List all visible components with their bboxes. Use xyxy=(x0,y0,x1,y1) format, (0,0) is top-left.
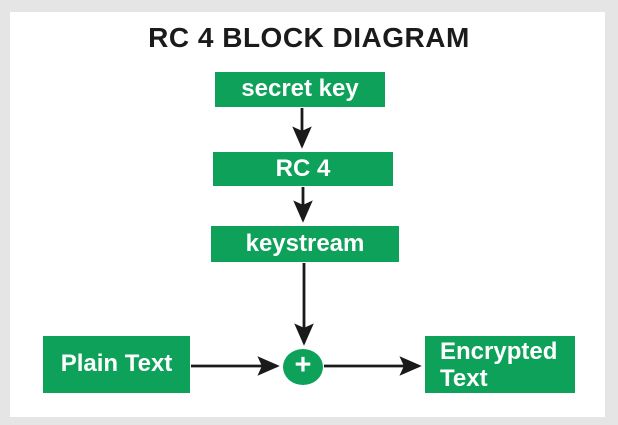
node-rc4-label: RC 4 xyxy=(275,154,331,182)
node-encrypted-text: Encrypted Text xyxy=(425,336,575,393)
node-plain-text-label: Plain Text xyxy=(60,350,173,378)
diagram-title: RC 4 BLOCK DIAGRAM xyxy=(148,22,470,53)
xor-plus-icon: + xyxy=(294,349,312,382)
node-plain-text: Plain Text xyxy=(43,336,190,393)
node-rc4: RC 4 xyxy=(213,152,393,186)
node-xor-operator: + xyxy=(283,349,323,385)
node-encrypted-text-label: Encrypted Text xyxy=(440,337,558,392)
node-secret-key: secret key xyxy=(215,72,385,107)
node-secret-key-label: secret key xyxy=(241,75,359,103)
node-keystream-label: keystream xyxy=(245,229,365,257)
node-keystream: keystream xyxy=(211,226,399,262)
